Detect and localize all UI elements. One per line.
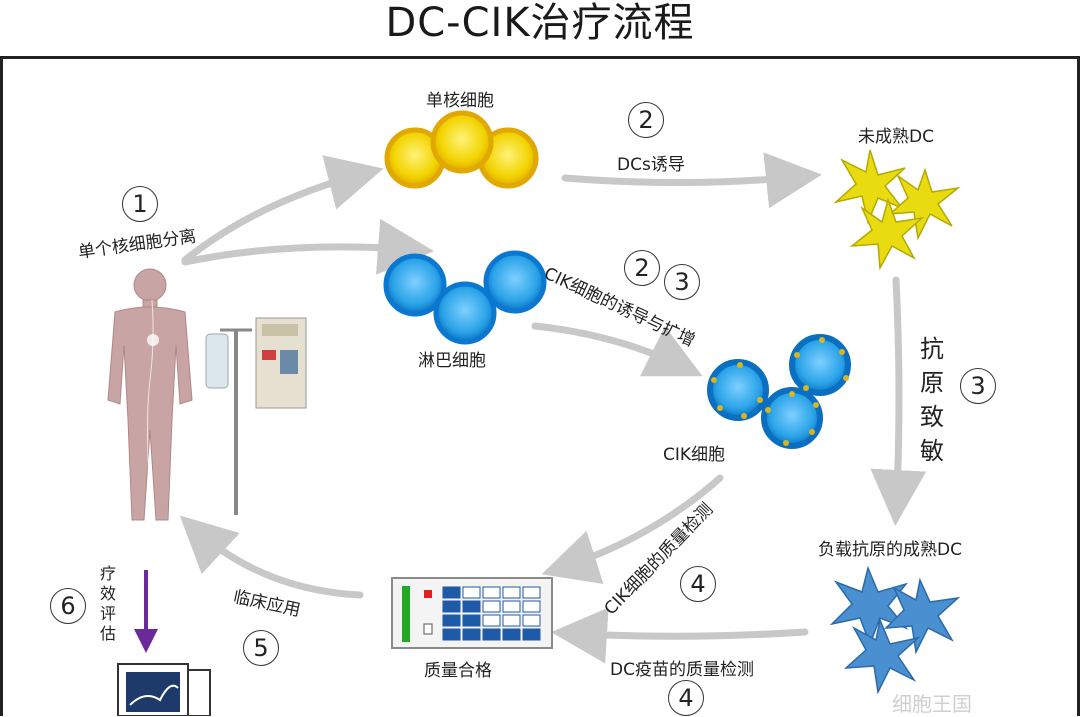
- qc-grid-cell: [502, 614, 521, 627]
- cik-cells: [707, 334, 851, 449]
- step-number-4-cik-qc: 4: [680, 566, 716, 602]
- dc-induction-label: DCs诱导: [617, 155, 685, 175]
- qc-grid-cell: [522, 600, 541, 613]
- qc-grid-cell: [482, 614, 501, 627]
- qc-grid-cell: [522, 614, 541, 627]
- arrow-antigen-sensitization: [870, 276, 927, 526]
- qc-grid-cell: [442, 600, 461, 613]
- arrow-to-cik-cell: [531, 322, 703, 377]
- qc-grid-cell: [522, 628, 541, 641]
- lymphocyte-cells: [383, 250, 547, 345]
- mature-dc-label: 负载抗原的成熟DC: [818, 540, 962, 560]
- watermark-text: 细胞王国: [892, 692, 972, 716]
- qc-grid-cell: [482, 600, 501, 613]
- dc-qc-label: DC疫苗的质量检测: [610, 660, 754, 680]
- patient-body: [107, 268, 193, 521]
- qc-grid-cell: [502, 586, 521, 599]
- step-number-4-dc-qc: 4: [668, 680, 704, 716]
- arrow-cik-quality-check: [541, 474, 724, 585]
- qc-grid-cell: [442, 628, 461, 641]
- step-number-3-cik: 3: [664, 264, 700, 300]
- qc-grid-cell: [462, 614, 481, 627]
- qc-grid-cell: [482, 628, 501, 641]
- step-number-3-antigen: 3: [960, 368, 996, 404]
- step-number-5: 5: [243, 630, 279, 666]
- qc-grid-cell: [462, 628, 481, 641]
- arrow-to-immature-dc: [561, 152, 822, 209]
- quality-pass-label: 质量合格: [424, 661, 492, 681]
- qc-grid-cell: [462, 586, 481, 599]
- immature-dc-cells: [833, 149, 961, 271]
- arrow-dc-quality-check: [551, 607, 809, 664]
- computer: [117, 663, 211, 716]
- cik-cell-label: CIK细胞: [663, 445, 726, 465]
- infusion-device: [205, 317, 307, 515]
- qc-grid-cell: [502, 600, 521, 613]
- qc-grid-cell: [462, 600, 481, 613]
- immature-dc-label: 未成熟DC: [858, 127, 934, 147]
- diagram-title: DC-CIK治疗流程: [385, 0, 695, 46]
- step-number-2-cik: 2: [624, 250, 660, 286]
- step-number-2-dc: 2: [628, 102, 664, 138]
- qc-grid: [442, 586, 541, 641]
- mature-dc-cells: [829, 565, 961, 695]
- arrow-to-lymphocyte: [181, 218, 434, 275]
- qc-grid-cell: [502, 628, 521, 641]
- antigen-sensitization-label: 抗 原 致 敏: [920, 335, 944, 465]
- step-number-6: 6: [50, 588, 86, 624]
- monocyte-cells: [384, 110, 539, 189]
- blood-vessel-line: [147, 299, 154, 501]
- heart-mark: [147, 334, 159, 346]
- qc-grid-cell: [522, 586, 541, 599]
- arrow-to-monocyte: [181, 155, 384, 264]
- qc-grid-cell: [482, 586, 501, 599]
- qc-grid-cell: [442, 614, 461, 627]
- step-number-1: 1: [122, 186, 158, 222]
- efficacy-eval-label: 疗 效 评 估: [100, 564, 117, 643]
- flow-arrows: [179, 152, 927, 664]
- diagram-panel: [0, 56, 1080, 716]
- monocyte-label: 单核细胞: [426, 91, 494, 111]
- qc-grid-cell: [442, 586, 461, 599]
- arrow-clinical-use: [179, 515, 364, 599]
- lymphocyte-label: 淋巴细胞: [418, 351, 486, 371]
